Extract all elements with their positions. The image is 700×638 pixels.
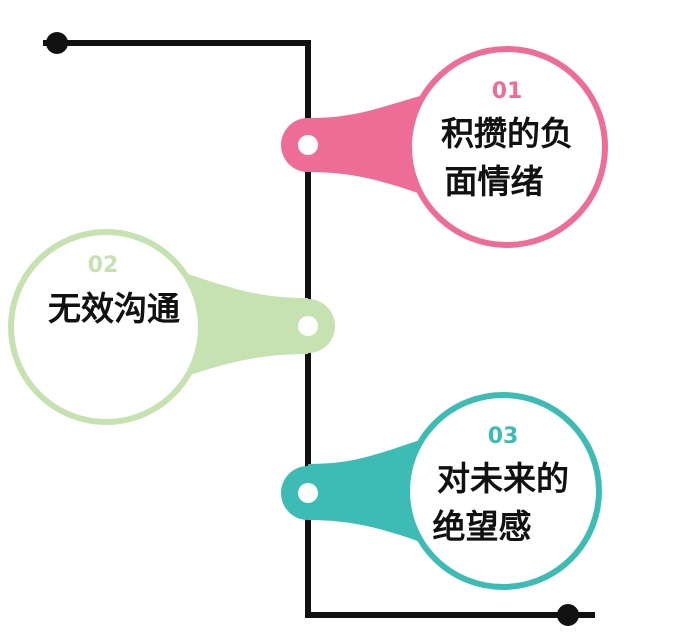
node-02-label-line-1: 无效沟通 — [48, 289, 180, 328]
node-02-balloon — [176, 274, 308, 380]
node-03-label-line-2: 绝望感 — [433, 507, 532, 546]
node-03: 03 对未来的 绝望感 — [281, 392, 602, 590]
node-03-label-line-1: 对未来的 — [437, 459, 569, 498]
node-02-connector-hole — [298, 316, 318, 336]
node-01-number: 01 — [492, 79, 523, 104]
node-01-label-line-1: 积攒的负 — [441, 114, 573, 153]
node-02-bubble — [8, 229, 204, 425]
node-01-bubble — [406, 46, 608, 248]
node-02-number: 02 — [88, 253, 119, 278]
node-01: 01 积攒的负 面情绪 — [281, 46, 608, 248]
node-01-label-line-2: 面情绪 — [445, 162, 544, 201]
node-01-connector-hole — [298, 135, 318, 155]
node-03-bubble — [404, 392, 602, 590]
node-01-balloon — [308, 96, 432, 198]
end-dot — [557, 604, 579, 626]
node-03-balloon — [308, 440, 432, 546]
node-03-number: 03 — [488, 424, 519, 449]
start-dot — [46, 32, 68, 54]
node-02: 02 无效沟通 — [8, 229, 335, 425]
node-03-connector-hole — [298, 483, 318, 503]
